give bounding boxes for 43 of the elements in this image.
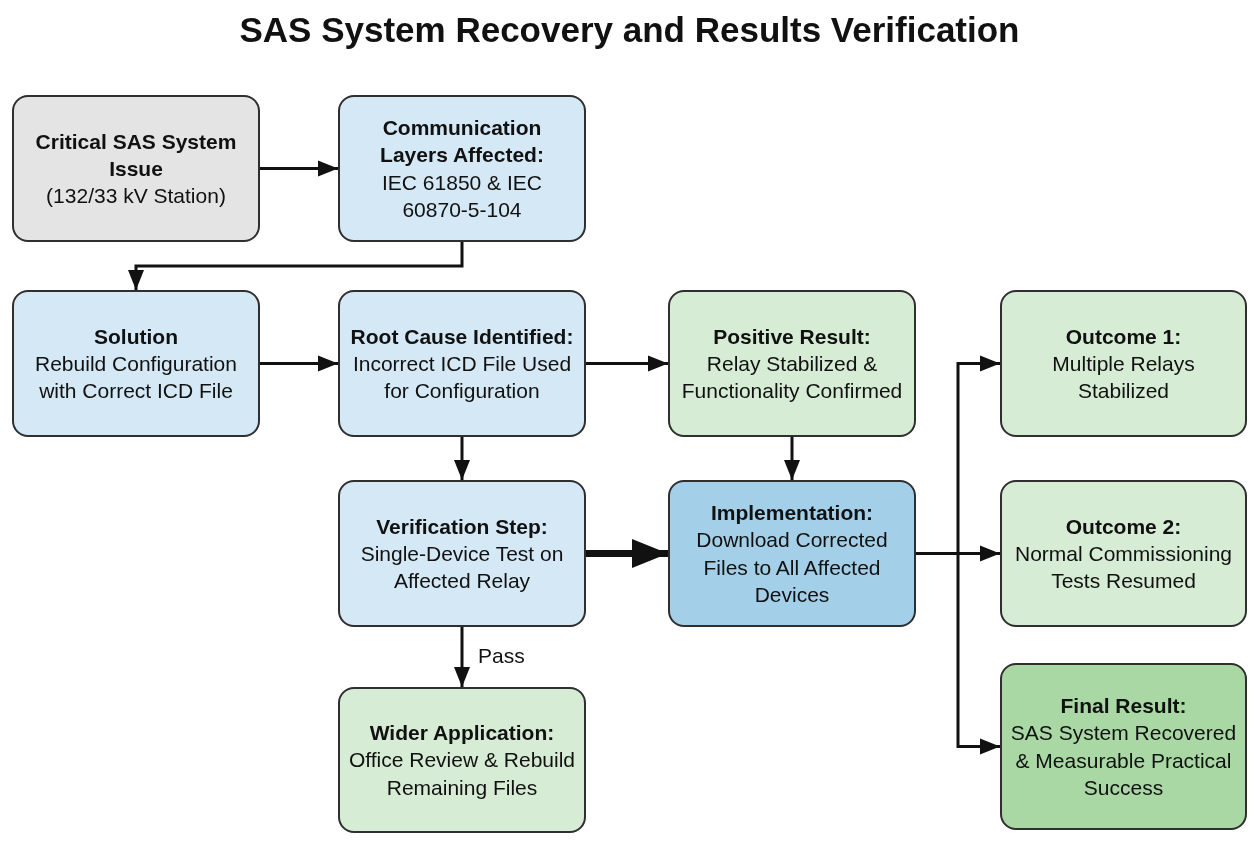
box-text: Single-Device Test on Affected Relay: [359, 540, 565, 595]
process-box: [338, 687, 586, 833]
box-text: Incorrect ICD File Used for Configuration: [351, 350, 573, 405]
arrow: [784, 437, 800, 480]
process-box: [338, 95, 586, 242]
box-text: Office Review & Rebuild Remaining Files: [348, 747, 576, 801]
box-text: SAS System Recovered & Measurable Practical Success: [1010, 720, 1237, 801]
process-box: [1000, 480, 1247, 627]
process-box: [668, 480, 916, 627]
process-box: [668, 290, 916, 437]
box-text: Normal Commissioning Tests Resumed: [1013, 540, 1234, 595]
process-box: [338, 290, 586, 437]
box-heading: Critical SAS System Issue: [34, 128, 238, 182]
box-heading: Solution: [94, 323, 178, 350]
process-box: [12, 95, 260, 242]
process-box: [12, 290, 260, 437]
diagram-title: SAS System Recovery and Results Verification: [238, 9, 1021, 51]
box-text: Download Corrected Files to All Affected Devices: [695, 527, 889, 608]
box-heading: Root Cause Identified:: [350, 323, 574, 350]
arrow: [260, 160, 338, 177]
process-box: [1000, 290, 1247, 437]
process-box: [1000, 663, 1247, 830]
box-text: Multiple Relays Stabilized: [1051, 350, 1196, 405]
arrow: [128, 242, 464, 290]
box-text: IEC 61850 & IEC 60870-5-104: [381, 169, 543, 223]
box-heading: Outcome 2:: [1065, 513, 1182, 540]
box-heading: Wider Application:: [369, 720, 555, 747]
arrow: [586, 539, 668, 568]
box-heading: Implementation:: [710, 499, 874, 526]
box-heading: Positive Result:: [713, 323, 871, 350]
process-box: [338, 480, 586, 627]
arrow: [586, 355, 668, 372]
arrow: [260, 355, 338, 372]
arrow: [916, 552, 1000, 755]
arrow: [454, 627, 470, 687]
box-text: Rebuild Configuration with Correct ICD File: [34, 350, 238, 405]
box-heading: Outcome 1:: [1065, 323, 1182, 350]
box-heading: Final Result:: [1060, 692, 1187, 719]
box-text: Relay Stabilized & Functionality Confirmed: [680, 350, 904, 405]
box-text: (132/33 kV Station): [46, 183, 226, 210]
box-heading: Communication Layers Affected:: [379, 114, 545, 169]
box-heading: Verification Step:: [376, 513, 548, 540]
arrow: [454, 437, 470, 480]
